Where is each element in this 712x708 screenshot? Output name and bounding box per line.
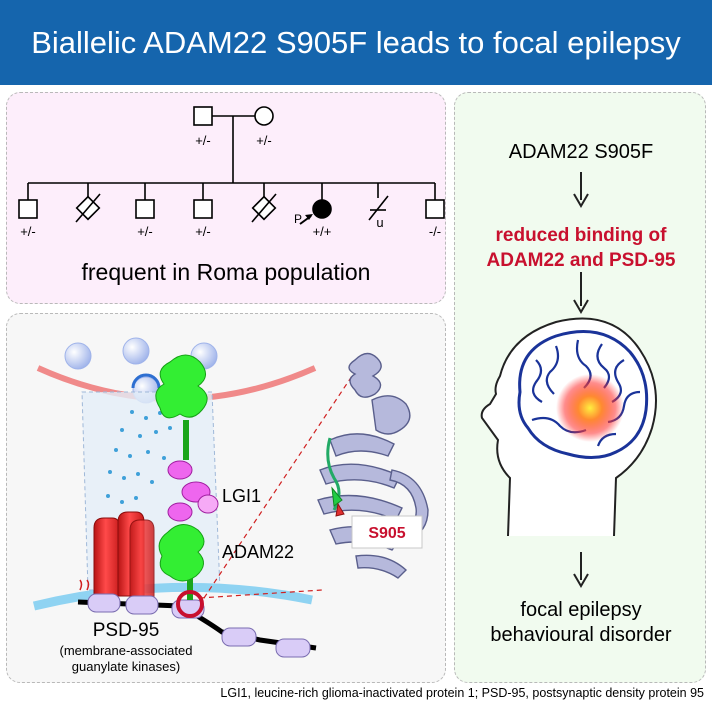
seizure-focus	[556, 374, 624, 442]
proband-symbol	[312, 199, 332, 219]
pedigree-panel	[6, 92, 446, 304]
lgi1-domain	[197, 494, 219, 514]
vesicle	[64, 342, 92, 370]
flow-arrows	[573, 172, 589, 588]
psd95-domain	[221, 627, 257, 647]
s905-label-box	[351, 515, 423, 549]
adam22-label: ADAM22	[222, 542, 294, 562]
psd95-desc-line1: (membrane-associated	[60, 643, 193, 658]
child-3-symbol	[135, 199, 155, 219]
child-genotype: +/-	[20, 224, 36, 239]
head-brain-illustration	[480, 317, 657, 537]
psd95-label: PSD-95	[93, 620, 160, 641]
parent-genotype: +/-	[195, 133, 211, 148]
adam22-lower-domain	[158, 524, 205, 582]
psd95-domain	[275, 638, 311, 658]
vesicle	[122, 337, 150, 365]
flow-step2-line1: reduced binding of	[496, 225, 668, 246]
s905-highlight-circle	[176, 590, 204, 618]
flow-step2-line2: ADAM22 and PSD-95	[487, 250, 676, 271]
flow-step1: ADAM22 S905F	[509, 141, 654, 163]
pedigree-caption: frequent in Roma population	[82, 259, 371, 285]
child-genotype: +/-	[137, 224, 153, 239]
child-1-symbol	[18, 199, 38, 219]
pedigree-labels: +/- +/- +/- +/- +/- +/+ u -/- P	[20, 133, 441, 239]
footnote: LGI1, leucine-rich glioma-inactivated pr…	[220, 686, 704, 700]
child-genotype: +/+	[313, 224, 332, 239]
postsynaptic-membrane	[32, 582, 313, 611]
flow-step3-line2: behavioural disorder	[490, 624, 672, 646]
adam22-upper-domain	[155, 354, 208, 419]
father-symbol	[193, 106, 213, 126]
page-title: Biallelic ADAM22 S905F leads to focal ep…	[31, 25, 681, 60]
flow-step3-line1: focal epilepsy	[520, 599, 641, 621]
mother-symbol	[254, 106, 274, 126]
mechanism-labels: LGI1 ADAM22 PSD-95 (membrane-associated …	[60, 486, 406, 674]
psd95-desc-line2: guanylate kinases)	[72, 659, 180, 674]
parent-genotype: +/-	[256, 133, 272, 148]
child-4-symbol	[193, 199, 213, 219]
psd95-domain	[125, 595, 159, 615]
lgi1-domain	[167, 460, 193, 480]
s905-label: S905	[368, 525, 405, 542]
child-genotype: u	[376, 215, 383, 230]
child-8-symbol	[425, 199, 445, 219]
child-genotype: +/-	[195, 224, 211, 239]
lgi1-label: LGI1	[222, 486, 261, 506]
title-bar	[0, 0, 712, 85]
mechanism	[32, 337, 429, 658]
child-genotype: -/-	[429, 224, 441, 239]
pedigree	[18, 106, 445, 225]
flow-labels: ADAM22 S905F reduced binding of ADAM22 a…	[487, 141, 676, 646]
proband-marker: P	[294, 212, 302, 226]
lgi1-domain	[167, 502, 193, 522]
psd95-domain	[87, 593, 121, 613]
receptor-channel	[93, 517, 121, 597]
